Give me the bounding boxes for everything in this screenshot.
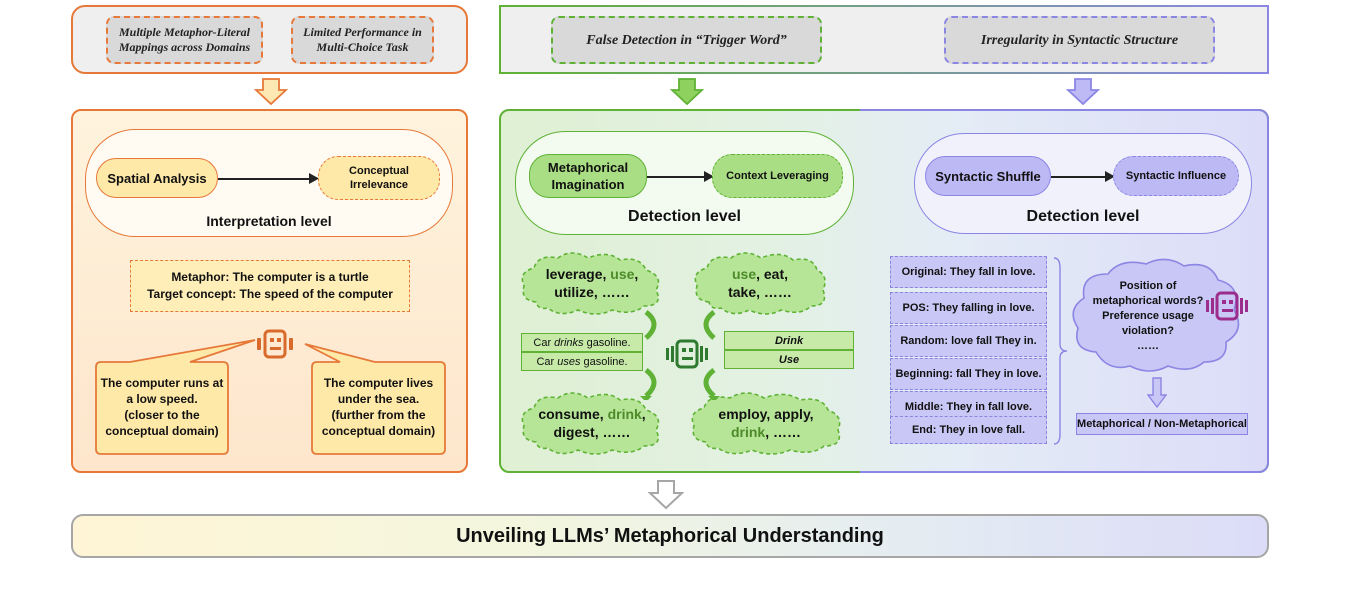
green-level-label: Detection level	[628, 208, 741, 225]
result-label: Metaphorical / Non-Metaphorical	[1076, 413, 1248, 435]
bubble-right-shape	[304, 343, 446, 455]
cloud-bottom-right	[691, 392, 841, 455]
cloud-bottom-left-text: consume, drink, digest, ……	[538, 406, 646, 440]
node-spatial-analysis: Spatial Analysis	[96, 158, 218, 198]
down-arrow-grey	[648, 480, 684, 510]
bubble-left-text: The computer runs at a low speed. (close…	[100, 376, 224, 438]
shuffle-row-end: End: They in love fall.	[890, 416, 1047, 444]
shuffle-row-original: Original: They fall in love.	[890, 256, 1047, 288]
down-arrow-purple	[1066, 78, 1100, 106]
shuffle-row-pos: POS: They falling in love.	[890, 292, 1047, 324]
down-arrow-orange	[254, 78, 288, 106]
arrow-line-spatial	[218, 178, 312, 180]
verb-row-use: Use	[724, 350, 854, 369]
node-conceptual-irrelevance: Conceptual Irrelevance	[318, 156, 440, 200]
problem-false-detection: False Detection in “Trigger Word”	[551, 16, 822, 64]
arrow-head-shuffle	[1105, 171, 1115, 182]
problem-irregularity: Irregularity in Syntactic Structure	[944, 16, 1215, 64]
bubble-left-shape	[95, 339, 256, 455]
node-syntactic-influence: Syntactic Influence	[1113, 156, 1239, 196]
curved-arrows-green	[640, 310, 720, 400]
bubble-right-text: The computer lives under the sea. (furth…	[321, 376, 436, 438]
cloud-top-right	[694, 252, 826, 315]
brace-icon	[1053, 257, 1068, 445]
interpretation-level-label: Interpretation level	[206, 213, 332, 229]
purple-level-label: Detection level	[1026, 208, 1140, 225]
cloud-bottom-left	[521, 392, 660, 455]
robot-icon	[257, 329, 293, 359]
conclusion-bar: Unveiling LLMs’ Metaphorical Understandi…	[71, 514, 1269, 558]
arrow-head-imagination	[704, 171, 714, 182]
down-arrow-result	[1147, 377, 1167, 409]
node-syntactic-shuffle: Syntactic Shuffle	[925, 156, 1051, 196]
metaphor-example-box: Metaphor: The computer is a turtle Targe…	[130, 260, 410, 312]
sentence-row-uses: Car uses gasoline.	[521, 352, 643, 371]
thought-cloud	[1072, 258, 1240, 372]
node-metaphorical-imagination: Metaphorical Imagination	[529, 154, 647, 198]
cloud-bottom-right-text: employ, apply, drink, ……	[718, 406, 814, 440]
node-context-leveraging: Context Leveraging	[712, 154, 843, 198]
problem-multiple-mappings: Multiple Metaphor-Literal Mappings acros…	[106, 16, 263, 64]
cloud-top-left-text: leverage, use, utilize, ……	[545, 266, 639, 300]
problem-limited-performance: Limited Performance in Multi-Choice Task	[291, 16, 434, 64]
cloud-top-left	[521, 252, 660, 315]
arrow-line-shuffle	[1051, 176, 1108, 178]
sentence-row-drinks: Car drinks gasoline.	[521, 333, 643, 352]
verb-row-drink: Drink	[724, 331, 854, 350]
shuffle-row-random: Random: love fall They in.	[890, 325, 1047, 357]
shuffle-row-beginning: Beginning: fall They in love.	[890, 358, 1047, 390]
down-arrow-green	[670, 78, 704, 106]
cloud-top-right-text: use, eat, take, ……	[728, 266, 792, 300]
thought-cloud-text: Position of metaphorical words? Preferen…	[1092, 279, 1204, 352]
detection-panel-right-border	[860, 109, 1269, 473]
arrow-line-imagination	[647, 176, 707, 178]
robot-icon-green	[666, 339, 708, 369]
robot-icon-purple	[1206, 291, 1248, 321]
arrow-head-spatial	[309, 173, 319, 184]
